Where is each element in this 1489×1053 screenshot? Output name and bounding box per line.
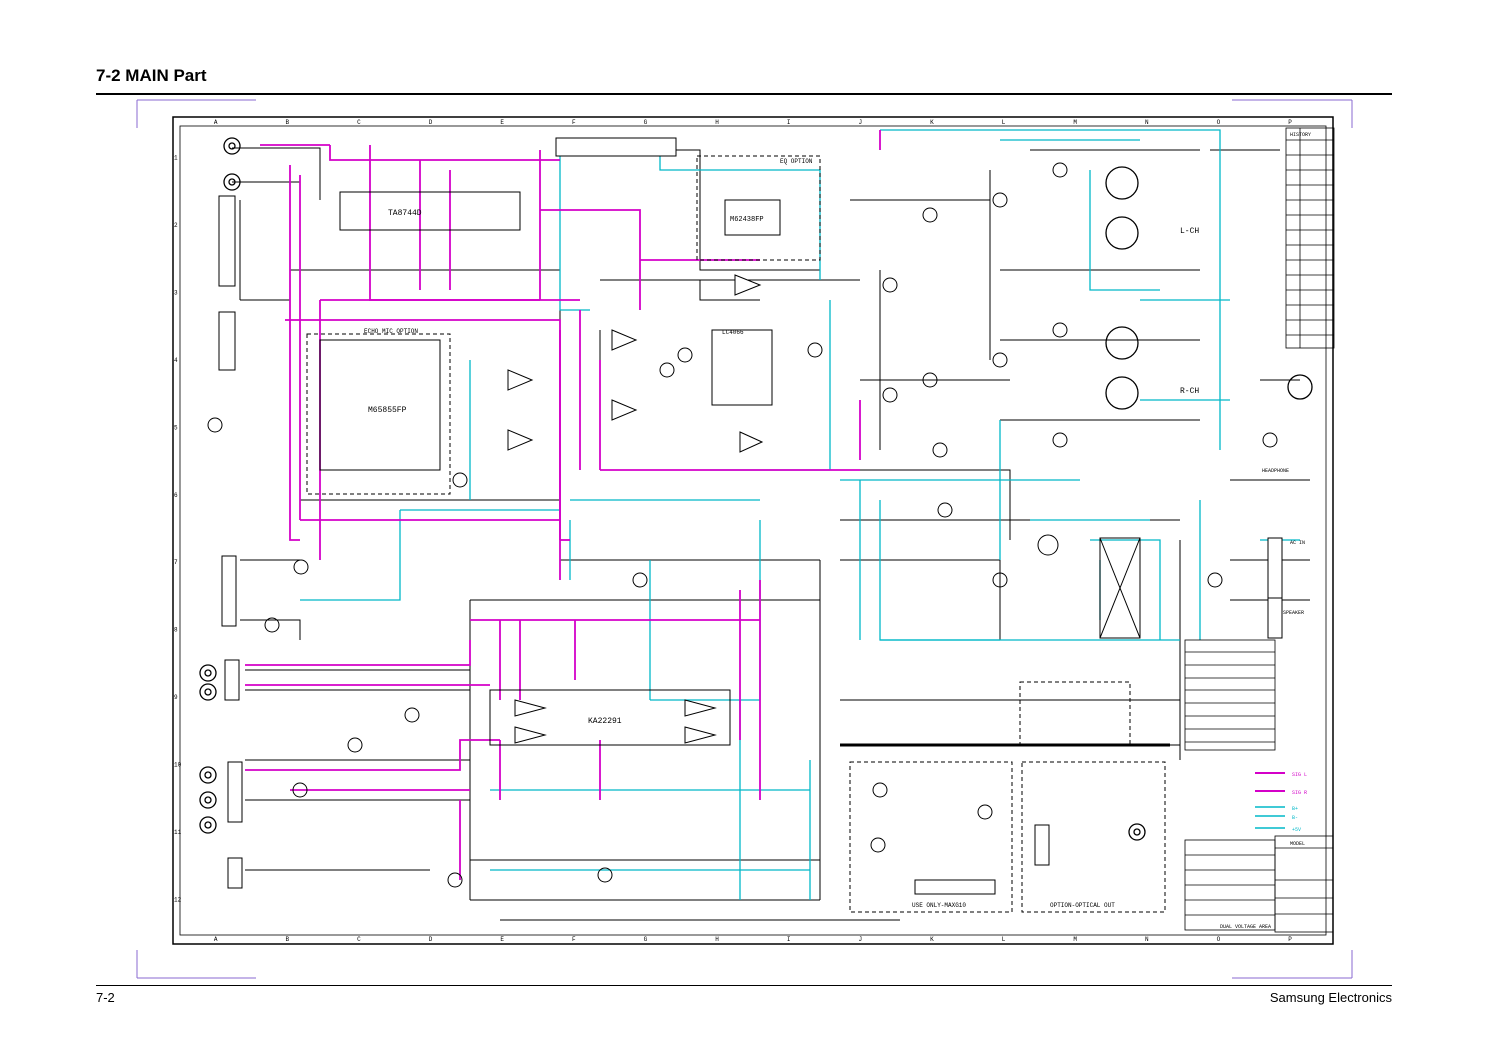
grid-column-label: J <box>858 119 862 126</box>
power-transistors <box>1105 166 1313 410</box>
grid-row-label: 1 <box>174 155 178 162</box>
grid-column-label: E <box>500 119 504 126</box>
grid-column-label: D <box>429 936 433 943</box>
grid-column-label: C <box>357 119 361 126</box>
grid-column-label: B <box>285 936 289 943</box>
grid-column-label: N <box>1145 936 1149 943</box>
legend-plus-5v: +5V <box>1292 827 1301 833</box>
grid-column-label: N <box>1145 119 1149 126</box>
grid-column-label: H <box>715 936 719 943</box>
grid-column-label: M <box>1073 119 1077 126</box>
header-rule <box>96 93 1392 95</box>
grid-column-label: A <box>214 119 218 126</box>
grid-row-label: 11 <box>174 829 182 836</box>
black-wires <box>232 140 1310 921</box>
grid-row-label: 6 <box>174 492 178 499</box>
grid-row-label: 2 <box>174 222 178 229</box>
grid-row-label: 10 <box>174 761 182 768</box>
headphone-label: HEADPHONE <box>1262 468 1289 474</box>
ic-label-amp: KA22291 <box>588 717 622 726</box>
op-amps <box>507 274 764 744</box>
dual-voltage-label: DUAL VOLTAGE AREA <box>1220 924 1271 930</box>
grid-column-label: O <box>1217 119 1221 126</box>
voltage-table <box>1184 639 1334 933</box>
grid-column-labels-bottom: A B C D E F G H I J K L M N O P <box>214 936 1292 943</box>
grid-row-label: 7 <box>174 559 178 566</box>
grid-row-label: 5 <box>174 424 178 431</box>
legend-b-minus: B- <box>1292 815 1298 821</box>
grid-column-label: J <box>858 936 862 943</box>
grid-column-label: K <box>930 936 934 943</box>
crop-marks <box>136 99 1353 979</box>
grid-column-label: G <box>644 936 648 943</box>
model-label: MODEL <box>1290 841 1305 847</box>
grid-row-label: 12 <box>174 896 182 903</box>
ac-in-label: AC IN <box>1290 540 1305 546</box>
grid-column-label: L <box>1002 936 1006 943</box>
ic-label-tuner: TA8744D <box>388 209 422 218</box>
grid-column-label: A <box>214 936 218 943</box>
echo-mic-option-label: ECHO MIC OPTION <box>364 328 418 335</box>
grid-column-label: F <box>572 119 576 126</box>
grid-column-label: B <box>285 119 289 126</box>
grid-column-label: E <box>500 936 504 943</box>
option-areas <box>306 155 1166 913</box>
grid-row-label: 3 <box>174 290 178 297</box>
grid-column-label: P <box>1288 119 1292 126</box>
grid-column-label: K <box>930 119 934 126</box>
ic-blocks <box>319 191 781 746</box>
brand-label: Samsung Electronics <box>1269 990 1392 1005</box>
grid-column-label: G <box>644 119 648 126</box>
legend-sig-r: SIG R <box>1292 790 1307 796</box>
grid-column-label: D <box>429 119 433 126</box>
grid-column-label: L <box>1002 119 1006 126</box>
grid-column-label: C <box>357 936 361 943</box>
signal-legend: SIG L SIG R B+ B- +5V <box>1255 772 1307 833</box>
grid-row-label: 4 <box>174 357 178 364</box>
grid-column-label: I <box>787 119 791 126</box>
page-number: 7-2 <box>96 990 115 1005</box>
optical-out-label: OPTION-OPTICAL OUT <box>1050 902 1115 909</box>
use-only-label: USE ONLY-MAXG10 <box>912 902 966 909</box>
grid-column-labels-top: A B C D E F G H I J K L M N O P <box>214 119 1292 126</box>
page-title: 7-2 MAIN Part <box>96 66 207 85</box>
grid-column-label: P <box>1288 936 1292 943</box>
right-channel-label: R-CH <box>1180 387 1199 396</box>
grid-row-label: 8 <box>174 627 178 634</box>
grid-column-label: O <box>1217 936 1221 943</box>
grid-column-label: H <box>715 119 719 126</box>
grid-column-label: I <box>787 936 791 943</box>
ic-label-switch: LC4066 <box>722 329 744 336</box>
ic-label-eq: M62438FP <box>730 216 764 224</box>
ic-label-echo: M65855FP <box>368 406 407 415</box>
grid-row-label: 9 <box>174 694 178 701</box>
legend-b-plus: B+ <box>1292 806 1298 812</box>
eq-option-label: EQ OPTION <box>780 158 813 165</box>
grid-column-label: M <box>1073 936 1077 943</box>
legend-sig-l: SIG L <box>1292 772 1307 778</box>
connectors <box>218 137 1283 895</box>
revision-table <box>1285 127 1335 349</box>
magenta-signal-lines <box>245 130 881 880</box>
input-jacks <box>199 137 1146 841</box>
bridge-rectifier <box>1099 537 1141 639</box>
speaker-label: SPEAKER <box>1283 610 1304 616</box>
grid-column-label: F <box>572 936 576 943</box>
sheet-frame <box>172 116 1334 945</box>
left-channel-label: L-CH <box>1180 227 1199 236</box>
footer-rule <box>96 985 1392 986</box>
transistors <box>207 162 1278 888</box>
history-label: HISTORY <box>1290 132 1311 138</box>
